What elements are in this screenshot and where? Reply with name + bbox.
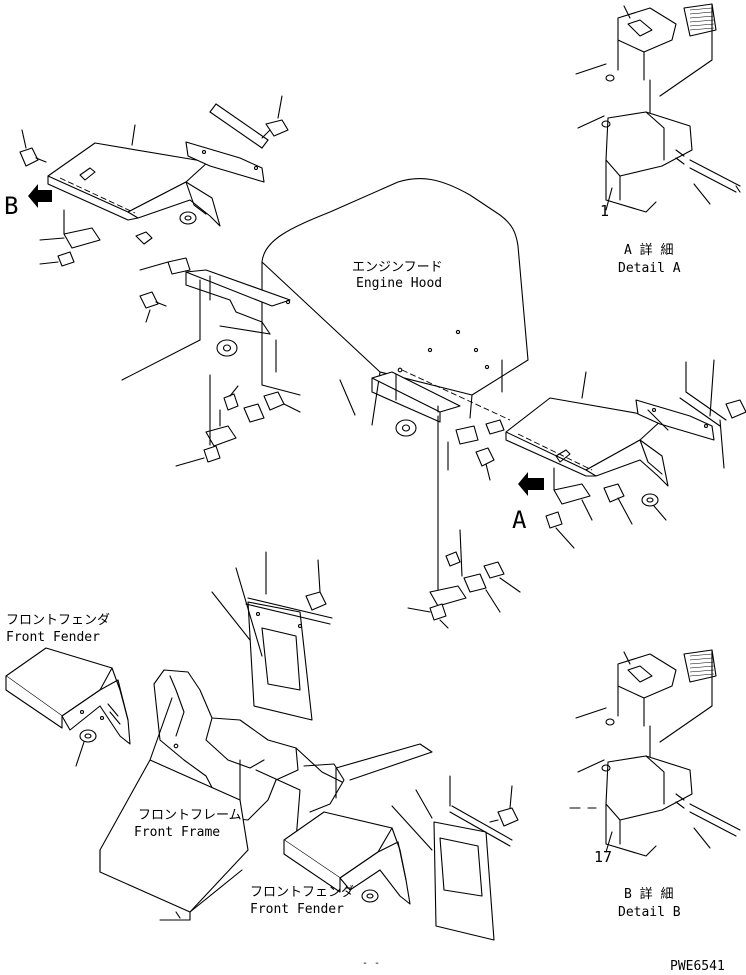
clamp-left (175, 374, 265, 467)
fender-left-upper (47, 124, 221, 227)
nut-icon (75, 729, 97, 767)
front-fender-left (5, 647, 131, 745)
front-frame (99, 669, 433, 921)
view-label-a: A (512, 506, 527, 534)
center-dash: - - (362, 958, 380, 969)
nut-icon (179, 211, 197, 225)
bolt-icon (489, 785, 519, 827)
bolt-icon (261, 95, 289, 139)
nut-icon (641, 493, 667, 521)
bracket-plate-right (635, 359, 727, 469)
fender-right-upper (505, 371, 669, 487)
detail-b-label-jp: B 詳 細 (624, 886, 673, 902)
rail-left (185, 269, 291, 373)
engine-hood-label-jp: エンジンフード (352, 260, 443, 275)
front-frame-label-jp: フロントフレーム (138, 808, 242, 823)
front-fender-right-label-en: Front Fender (250, 902, 344, 917)
front-fender-right-label-jp: フロントフェンダ (250, 885, 354, 900)
detail-a-drawing (575, 3, 741, 213)
detail-a-part-1: 1 (600, 202, 609, 220)
stopper-center (437, 405, 505, 471)
engine-hood-label-en: Engine Hood (356, 276, 442, 291)
clamp-right (407, 529, 521, 629)
washer-icon (216, 339, 238, 357)
detail-b-label-en: Detail B (618, 905, 681, 920)
detail-b-part-17: 17 (594, 848, 612, 866)
front-fender-right (283, 811, 411, 905)
mud-flap-left (211, 551, 333, 721)
view-label-b: B (4, 192, 18, 220)
bolt-icon (139, 291, 167, 323)
bolt-icon (263, 391, 301, 413)
bracket-plate-left (185, 103, 269, 183)
detail-a-label-en: Detail A (618, 261, 681, 276)
bolt-icon (475, 447, 495, 481)
view-arrow-a (518, 472, 544, 496)
drawing-number: PWE6541 (670, 959, 725, 974)
mud-flap-right (391, 775, 513, 941)
front-frame-label-en: Front Frame (134, 825, 220, 840)
bracket-lower-left (39, 209, 101, 267)
engine-hood (261, 177, 529, 426)
detail-a-label-jp: A 詳 細 (624, 242, 673, 258)
bolt-icon (603, 483, 633, 525)
stopper-left (135, 231, 191, 275)
bolt-icon (725, 399, 746, 419)
nut-icon (361, 889, 379, 903)
front-fender-left-label-en: Front Fender (6, 630, 100, 645)
bolt-icon (305, 559, 327, 611)
bolt-icon (19, 129, 47, 167)
front-fender-left-label-jp: フロントフェンダ (6, 613, 110, 628)
washer-icon (395, 419, 417, 437)
view-arrow-b (28, 184, 52, 208)
bracket-lower-right (545, 467, 593, 549)
rail-center (371, 367, 511, 423)
detail-b-drawing (569, 649, 741, 857)
